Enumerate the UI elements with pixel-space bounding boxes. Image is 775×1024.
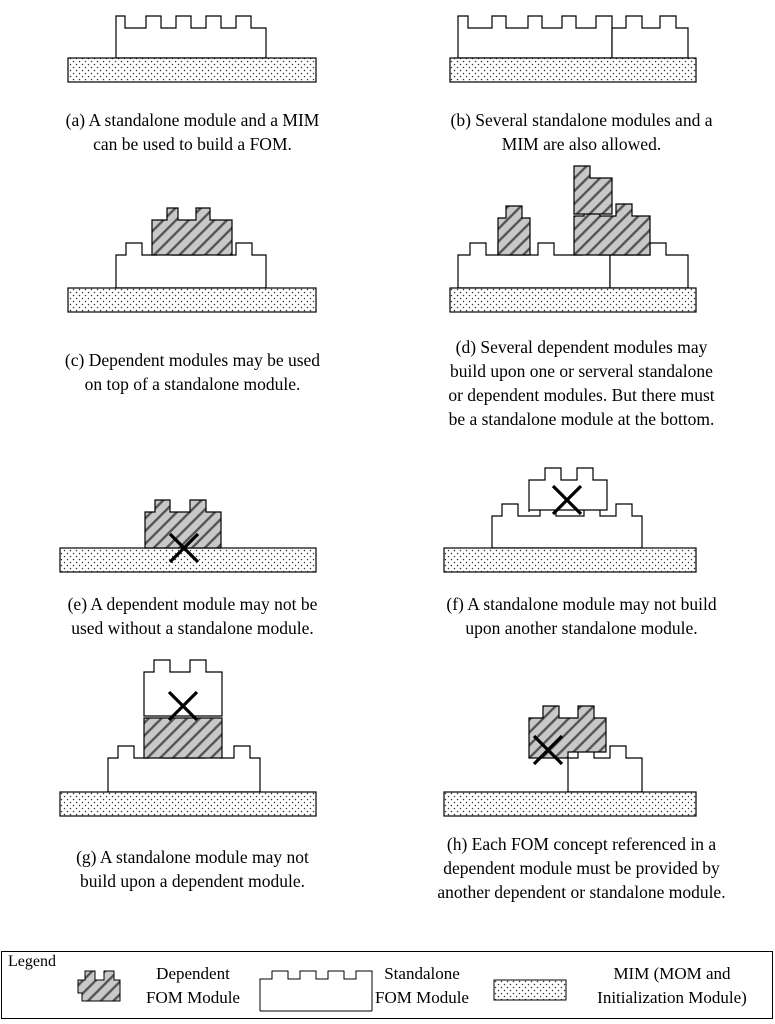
caption-a: (a) A standalone module and a MIM can be…	[65, 110, 320, 154]
dependent-module-d1	[497, 205, 531, 256]
dependent-module-d2	[573, 203, 651, 256]
mim-f	[443, 547, 697, 573]
cross-f	[551, 484, 583, 516]
legend-mim-swatch	[493, 979, 567, 1001]
caption-d: (d) Several dependent modules may build …	[448, 337, 715, 429]
dependent-module-g	[143, 717, 223, 759]
standalone-module-f-upper	[528, 467, 608, 511]
legend-dependent-label: Dependent FOM Module	[146, 964, 240, 1007]
standalone-module-b1	[457, 15, 613, 59]
standalone-module-a	[115, 15, 267, 59]
dependent-module-d3	[573, 165, 613, 215]
diagram-canvas	[59, 15, 697, 817]
standalone-module-h	[567, 745, 643, 793]
caption-b: (b) Several standalone modules and a MIM…	[450, 110, 713, 154]
dependent-module-h	[528, 705, 607, 759]
mim-a	[67, 57, 317, 83]
cross-h	[532, 734, 564, 766]
caption-e: (e) A dependent module may not be used w…	[67, 594, 318, 638]
standalone-module-f-lower	[491, 503, 643, 549]
legend-standalone-swatch	[259, 970, 373, 1012]
standalone-module-b2	[611, 15, 689, 59]
mim-b	[449, 57, 697, 83]
mim-g	[59, 791, 317, 817]
standalone-module-g-upper	[143, 659, 223, 717]
dependent-module-e	[144, 499, 222, 549]
caption-f: (f) A standalone module may not build up…	[446, 594, 717, 638]
dependent-module-c	[151, 207, 233, 256]
legend-mim-label: MIM (MOM and Initialization Module)	[597, 964, 747, 1007]
legend-title: Legend	[8, 953, 56, 970]
caption-c: (c) Dependent modules may be used on top…	[64, 350, 321, 394]
caption-g: (g) A standalone module may not build up…	[76, 847, 309, 891]
mim-d	[449, 287, 697, 313]
legend-dependent-swatch	[77, 970, 121, 1002]
mim-h	[443, 791, 697, 817]
legend: Legend Dependent FOM Module Standalone F…	[1, 951, 773, 1019]
mim-c	[67, 287, 317, 313]
cross-e	[168, 532, 200, 564]
caption-h: (h) Each FOM concept referenced in a dep…	[437, 834, 726, 902]
legend-standalone-label: Standalone FOM Module	[375, 964, 469, 1007]
cross-g	[167, 690, 199, 722]
